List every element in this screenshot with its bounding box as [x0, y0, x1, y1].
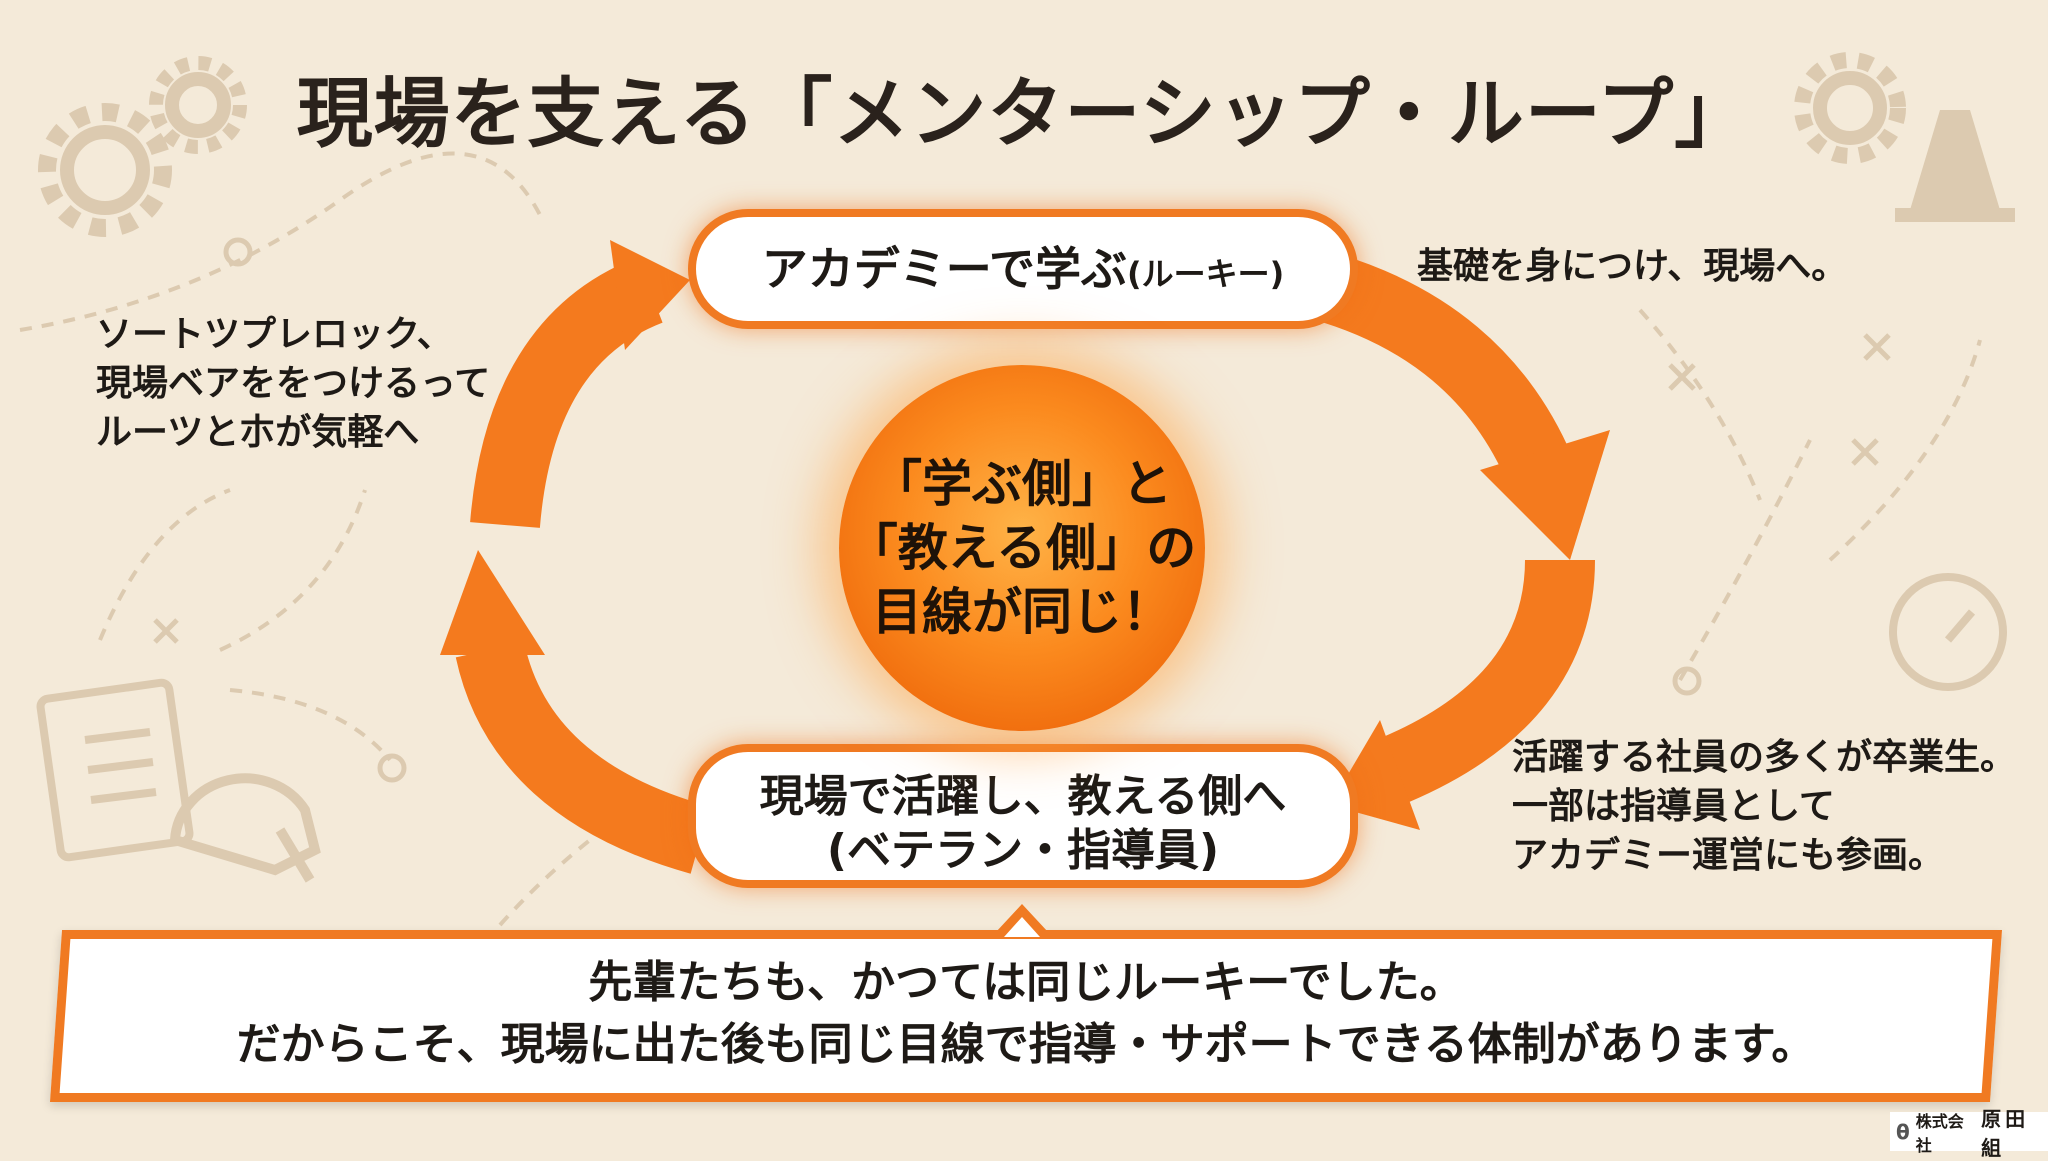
helmet-icon	[169, 773, 321, 883]
company-logo: θ 株式会社 原田組	[1890, 1107, 2048, 1160]
arrowhead	[440, 550, 545, 655]
bottom-message-line: だからこそ、現場に出た後も同じ目線で指導・サポートできる体制があります。	[236, 1019, 1816, 1070]
bottom-message-line: 先輩たちも、かつては同じルーキーでした。	[588, 957, 1464, 1008]
step-field-label: 現場で活躍し、教える側へ	[759, 771, 1287, 822]
arrow-left-upper	[470, 257, 664, 529]
gear-icon	[38, 103, 172, 237]
logo-prefix: 株式会社	[1915, 1111, 1964, 1155]
arrow-right-upper	[1310, 251, 1573, 485]
step-academy-label: アカデミーで学ぶ	[761, 242, 1127, 296]
logo-icon: θ	[1896, 1119, 1910, 1144]
gear-icon	[149, 56, 247, 154]
step-academy-sub: (ルーキー)	[1126, 255, 1285, 293]
center-line: 「教える側」の	[847, 519, 1197, 577]
gear-icon	[1794, 52, 1906, 164]
arrowhead	[610, 240, 690, 350]
callout-pointer-inner	[1004, 917, 1040, 937]
note-bottom-right: 活躍する社員の多くが卒業生。 一部は指導員として アカデミー運営にも参画。	[1512, 733, 2016, 880]
logo-name: 原田組	[1981, 1106, 2030, 1160]
traffic-cone-icon	[1895, 110, 2015, 222]
step-field: 現場で活躍し、教える側へ (ベテラン・指導員)	[688, 744, 1358, 888]
center-line: 目線が同じ！	[872, 583, 1172, 641]
step-field-sub: (ベテラン・指導員)	[826, 825, 1220, 876]
note-line: 活躍する社員の多くが卒業生。	[1512, 737, 2017, 778]
note-top-right: 基礎を身につけ、現場へ。	[1417, 246, 1848, 287]
note-line: アカデミー運営にも参画。	[1512, 835, 1945, 876]
arrowhead	[1480, 430, 1610, 560]
note-line: 現場ベアををつけるって	[96, 363, 491, 404]
arrow-left-lower	[455, 641, 710, 874]
arrow-right-lower	[1380, 559, 1595, 803]
speedometer-icon	[1889, 573, 2007, 691]
note-line: ソートツプレロック、	[96, 314, 453, 355]
note-left: ソートツプレロック、 現場ベアををつけるって ルーツと朩が気軽へ	[96, 310, 490, 457]
page-title: 現場を支える「メンターシップ・ループ」	[296, 69, 1752, 158]
note-line: 一部は指導員として	[1512, 786, 1835, 827]
bottom-message-box: 先輩たちも、かつては同じルーキーでした。 だからこそ、現場に出た後も同じ目線で指…	[49, 930, 2003, 1102]
clipboard-icon	[36, 678, 194, 862]
center-line: 「学ぶ側」と	[872, 455, 1172, 513]
note-line: ルーツと朩が気軽へ	[96, 412, 420, 453]
step-academy: アカデミーで学ぶ(ルーキー)	[688, 209, 1358, 329]
center-circle: 「学ぶ側」と 「教える側」の 目線が同じ！	[839, 365, 1205, 731]
